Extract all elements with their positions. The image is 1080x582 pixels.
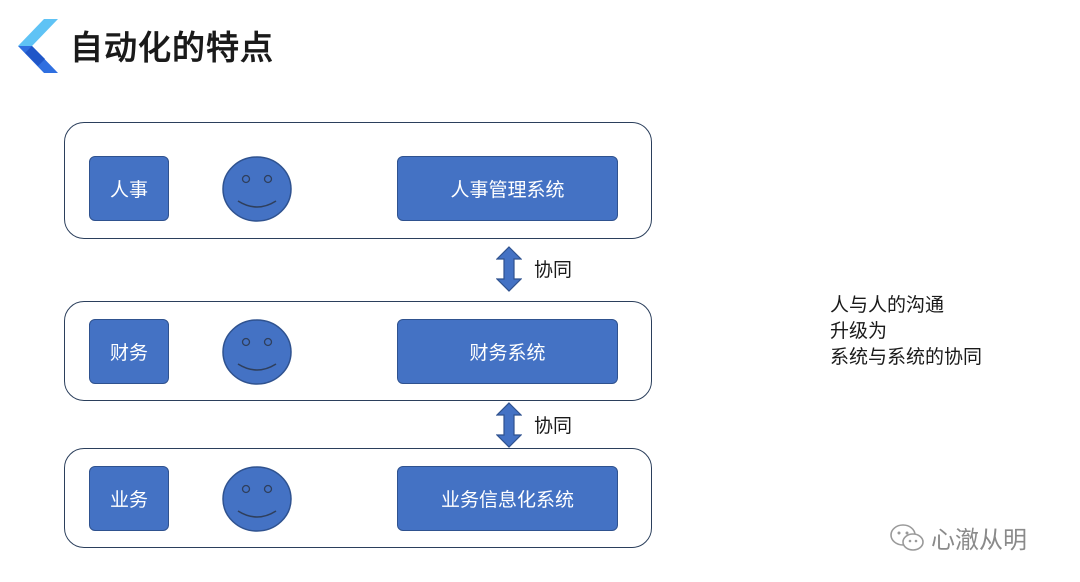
collaboration-label: 协同 [534, 415, 573, 437]
logo-icon [18, 19, 58, 73]
system-box-finance: 财务系统 [397, 319, 618, 384]
wechat-icon [890, 523, 924, 551]
page-title: 自动化的特点 [70, 28, 274, 67]
double-arrow-icon [496, 246, 522, 292]
double-arrow-icon [496, 402, 522, 448]
department-box-business: 业务 [89, 466, 169, 531]
system-box-business: 业务信息化系统 [397, 466, 618, 531]
system-box-hr: 人事管理系统 [397, 156, 618, 221]
collaboration-label: 协同 [534, 259, 573, 281]
department-box-hr: 人事 [89, 156, 169, 221]
smiley-face-icon [222, 319, 292, 385]
watermark-text: 心澈从明 [931, 526, 1027, 554]
note-line: 升级为 [830, 320, 888, 342]
watermark: 心澈从明 [889, 520, 1027, 555]
department-box-finance: 财务 [89, 319, 169, 384]
note-line: 系统与系统的协同 [830, 346, 983, 368]
note-line: 人与人的沟通 [830, 294, 945, 316]
smiley-face-icon [222, 466, 292, 532]
side-note: 人与人的沟通 升级为 系统与系统的协同 [830, 292, 982, 370]
smiley-face-icon [222, 156, 292, 222]
